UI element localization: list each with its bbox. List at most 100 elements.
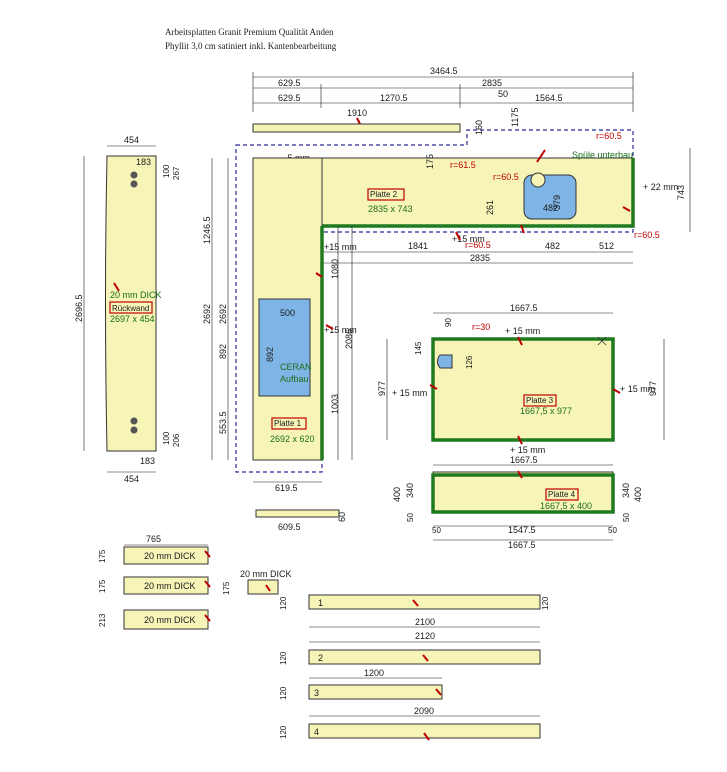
strip-3-num: 3 [314,688,319,698]
radius-1: r=60.5 [596,131,622,141]
sink-dim-3: 379 [552,195,562,210]
platte-4-h2: 340 [405,483,415,498]
hole-dim-6: 183 [140,456,155,466]
ceran-height: 892 [265,347,275,362]
platte-4-width: 1667.5 [510,455,538,465]
radius-4: r=60.5 [465,240,491,250]
dim-c: 629.5 [278,93,301,103]
dim-g: 1910 [347,108,367,118]
plus-15-a: +15 mm [324,325,357,335]
platte-3-plus-left: + 15 mm [392,388,427,398]
dim-619: 619.5 [275,483,298,493]
dim-d: 1270.5 [380,93,408,103]
depth-743: 743 [676,185,686,200]
dim-60: 60 [337,512,347,522]
platte-2-size: 2835 x 743 [368,204,413,214]
dim-512: 512 [599,241,614,251]
left-strips: 765 20 mm DICK 175 20 mm DICK 175 20 mm … [98,534,211,630]
small-strip: 20 mm DICK 175 [222,569,292,595]
platte-4-h3: 340 [621,483,631,498]
rueckwand-width-bottom: 454 [124,474,139,484]
platte-2: Platte 2 2835 x 743 Spüle unterbau r=60.… [253,131,691,264]
strip-left-2-h: 175 [98,579,107,593]
strip-left-3-text: 20 mm DICK [144,615,196,625]
dim-f: 50 [498,89,508,99]
rueckwand-label: Rückwand [112,304,149,313]
right-strips: 1 120 120 2100 2120 2 120 1200 3 120 209… [279,594,550,741]
platte-1: 500 892 CERAN Aufbau Platte 1 2692 x 620… [202,157,357,532]
platte-4-s4: 50 [608,526,617,535]
platte-3-plus-top: + 15 mm [505,326,540,336]
strip-left-width: 765 [146,534,161,544]
hole-dim-4: 100 [162,431,171,445]
platte-3-plus-right: + 15 mm [620,384,655,394]
strip-2-len: 2120 [415,631,435,641]
platte-3-dim-90: 90 [444,318,453,327]
plus-15-b: +15 mm [324,242,357,252]
ceran-label: CERAN [280,362,312,372]
dim-2086: 2086 [344,329,354,349]
platte-4-bottom: 1667.5 [508,540,536,550]
hole-dim-2: 100 [162,164,171,178]
header-line-2: Phyllit 3,0 cm satiniert inkl. Kantenbea… [165,41,337,51]
strip-left-1-text: 20 mm DICK [144,551,196,561]
rueckwand-width-top: 454 [124,135,139,145]
platte-3-dim-145: 145 [414,341,423,355]
platte-4-size: 1667,5 x 400 [540,501,592,511]
strip-1-num: 1 [318,598,323,608]
sink-dim-1: 261 [485,200,495,215]
rueckwand-thickness: 20 mm DICK [110,290,162,300]
platte-3-height-right: 977 [648,381,658,396]
front-strip [255,509,340,518]
platte-3-height-left: 977 [377,381,387,396]
sink-label: Spüle unterbau [572,150,633,160]
dim-total: 3464.5 [430,66,458,76]
ceran-aufbau: Aufbau [280,374,309,384]
overhang-right: + 22 mm [643,182,678,192]
strip-4-num: 4 [314,727,319,737]
dim-2692-outer: 2692 [202,304,212,324]
platte-4: 1667.5 Platte 4 1667,5 x 400 400 340 340… [392,455,643,550]
rueckwand: 454 2696.5 20 mm DICK Rückwand 2697 x 45… [74,135,181,484]
sink-dim-2: 482 [543,203,558,213]
top-strip [252,123,461,133]
strip-left-3-h: 213 [98,613,107,627]
dim-1841: 1841 [408,241,428,251]
strip-3-h: 120 [279,686,288,700]
dim-a: 629.5 [278,78,301,88]
strip-left-1-h: 175 [98,549,107,563]
radius-3: r=60.5 [493,172,519,182]
dim-i: 1175 [510,108,520,127]
strip-2-num: 2 [318,653,323,663]
top-dimensions: 3464.5 629.5 2835 629.5 1270.5 1564.5 50… [252,66,634,135]
dim-482: 482 [545,241,560,251]
rueckwand-size: 2697 x 454 [110,314,155,324]
platte-4-label: Platte 4 [548,490,576,499]
dashed-outline [235,129,634,473]
dim-892: 892 [218,344,228,359]
strip-1-h: 120 [279,596,288,610]
platte-1-size: 2692 x 620 [270,434,315,444]
dim-2835: 2835 [470,253,490,263]
platte-3: 1667.5 r=30 + 15 mm + 15 mm + 15 mm + 15… [377,303,665,455]
dim-1080: 1080 [330,259,340,279]
platte-1-label: Platte 1 [274,419,302,428]
strip-1-len: 2100 [415,617,435,627]
platte-4-s2: 50 [622,513,631,522]
platte-2-label: Platte 2 [370,190,398,199]
platte-3-plus-bottom: + 15 mm [510,445,545,455]
platte-4-inner: 1547.5 [508,525,536,535]
platte-3-width: 1667.5 [510,303,538,313]
hole-dim-1: 183 [136,157,151,167]
hole-dim-5: 206 [172,433,181,447]
strip-4-h: 120 [279,725,288,739]
hole-dim-3: 267 [172,166,181,180]
platte-3-label: Platte 3 [526,396,554,405]
dim-1003: 1003 [330,394,340,414]
platte-4-h4: 400 [633,487,643,502]
plus-15: +15 mm [452,234,485,244]
platte-3-radius: r=30 [472,322,490,332]
small-strip-text: 20 mm DICK [240,569,292,579]
